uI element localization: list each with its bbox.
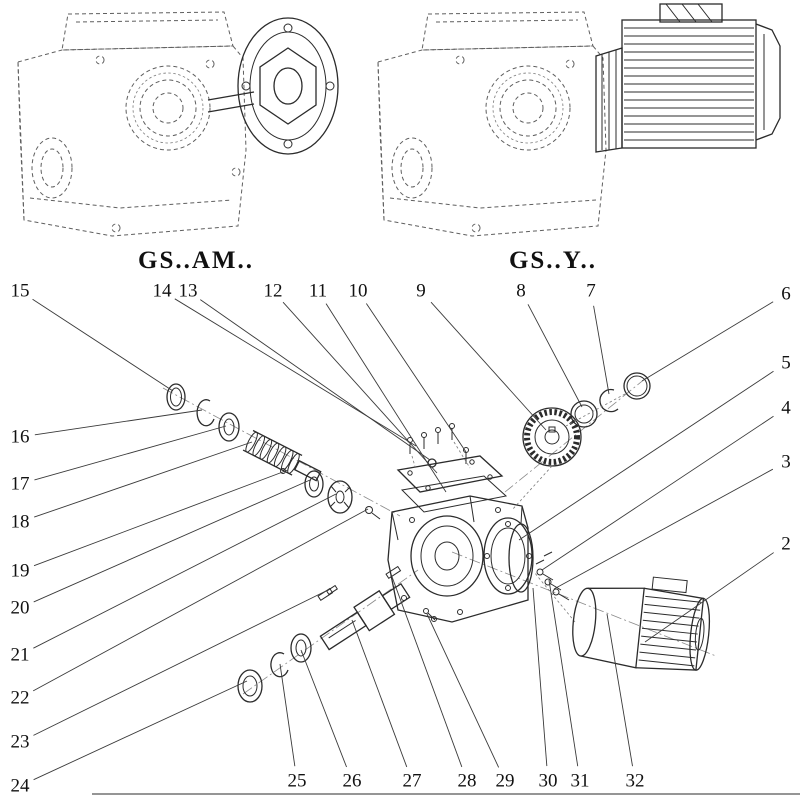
leader-line-6 (641, 301, 774, 382)
leader-line-2 (644, 552, 774, 643)
gs-y-motor (595, 3, 781, 153)
worm-gear-thread (242, 429, 322, 482)
worm-shaft-parts (166, 383, 381, 520)
callout-10: 10 (349, 281, 368, 302)
leader-line-20 (33, 479, 311, 603)
leader-line-18 (34, 441, 253, 518)
callout-31: 31 (571, 771, 590, 792)
callout-9: 9 (416, 281, 426, 302)
exploded-view (92, 372, 800, 795)
leader-line-25 (279, 663, 296, 767)
leader-line-14 (174, 298, 417, 447)
callout-7: 7 (586, 281, 596, 302)
callout-12: 12 (264, 281, 283, 302)
leader-line-13 (200, 299, 431, 461)
gear-housing (387, 495, 534, 623)
gs-am-input-shaft (207, 91, 255, 113)
leader-line-26 (300, 649, 347, 768)
leader-line-24 (33, 680, 248, 781)
callout-16: 16 (11, 427, 30, 448)
top-cover-parts (396, 423, 508, 513)
leader-line-16 (34, 409, 203, 436)
callout-20: 20 (11, 598, 30, 619)
callout-3: 3 (781, 452, 791, 473)
callout-15: 15 (11, 281, 30, 302)
callout-23: 23 (11, 732, 30, 753)
leader-line-30 (532, 587, 548, 767)
leader-line-5 (518, 370, 774, 541)
callout-22: 22 (11, 688, 30, 709)
gs-y-drawing (377, 3, 781, 237)
callout-14: 14 (153, 281, 173, 302)
callout-17: 17 (11, 474, 30, 495)
leader-line-3 (553, 468, 774, 590)
variant-label-gs-am: GS..AM.. (138, 247, 254, 274)
leader-line-22 (32, 508, 369, 692)
leader-line-31 (548, 579, 579, 767)
leader-line-11 (325, 303, 447, 493)
leader-line-10 (365, 303, 467, 453)
callout-28: 28 (458, 771, 477, 792)
leader-line-7 (593, 305, 610, 395)
callout-4: 4 (781, 398, 791, 419)
gs-am-flange (237, 17, 339, 155)
leader-line-19 (33, 469, 289, 567)
leader-line-27 (351, 619, 408, 768)
leader-line-4 (541, 415, 774, 571)
leader-line-28 (390, 573, 463, 768)
callout-18: 18 (11, 512, 30, 533)
callout-27: 27 (403, 771, 422, 792)
leader-line-29 (426, 613, 500, 768)
callout-29: 29 (496, 771, 515, 792)
callout-5: 5 (781, 353, 791, 374)
leader-line-15 (32, 298, 174, 392)
leader-line-12 (282, 301, 438, 474)
callout-13: 13 (179, 281, 198, 302)
callout-6: 6 (781, 284, 791, 305)
callout-11: 11 (309, 281, 327, 302)
callout-25: 25 (288, 771, 307, 792)
callout-24: 24 (11, 776, 31, 797)
leader-line-8 (527, 304, 583, 408)
gear-and-rings (511, 372, 651, 511)
callout-8: 8 (516, 281, 526, 302)
leader-line-32 (606, 613, 633, 767)
motor-axis (451, 551, 717, 657)
callout-2: 2 (781, 534, 791, 555)
gs-am-drawing (17, 11, 339, 237)
callout-30: 30 (539, 771, 558, 792)
flange-gasket-and-bolts (483, 517, 576, 623)
worm-axis (162, 387, 401, 517)
leader-line-9 (430, 301, 547, 431)
leader-line-17 (34, 425, 227, 481)
motor-adapter (572, 576, 711, 671)
callout-32: 32 (626, 771, 645, 792)
leader-line-23 (33, 588, 331, 736)
callout-21: 21 (11, 645, 30, 666)
gear-axis (504, 377, 647, 493)
leader-line-21 (33, 493, 337, 649)
output-axis (242, 569, 419, 695)
callout-26: 26 (343, 771, 362, 792)
variant-label-gs-y: GS..Y.. (509, 247, 597, 274)
callout-19: 19 (11, 561, 30, 582)
output-shaft-parts (237, 565, 437, 703)
